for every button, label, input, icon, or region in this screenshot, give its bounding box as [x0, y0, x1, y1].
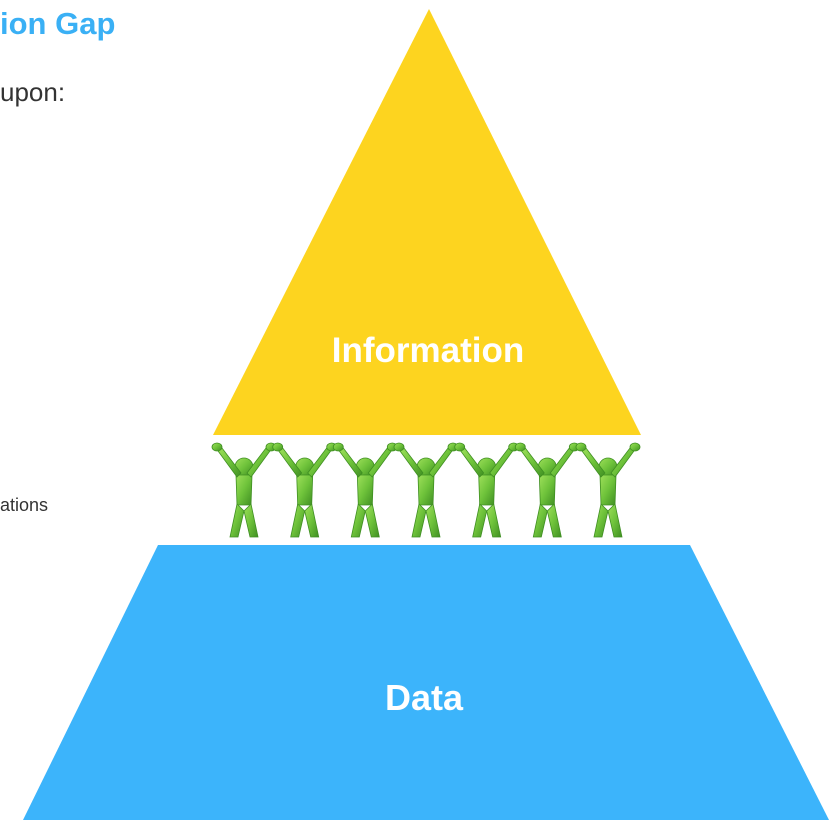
stick-figure-person-icon — [514, 442, 580, 538]
side-text: ations — [0, 495, 49, 515]
stick-figure-person-icon — [272, 442, 338, 538]
data-trapezoid — [23, 545, 829, 820]
stick-figure-people-icon — [211, 442, 641, 538]
stick-figure-person-icon — [211, 442, 277, 538]
stick-figure-person-icon — [575, 442, 641, 538]
stick-figure-person-icon — [454, 442, 520, 538]
data-label: Data — [385, 677, 464, 718]
information-label: Information — [332, 331, 524, 370]
slide-title: ion Gap — [0, 6, 116, 41]
stick-figure-person-icon — [332, 442, 398, 538]
intro-text: upon: — [0, 77, 66, 107]
information-triangle — [213, 9, 641, 435]
stick-figure-person-icon — [393, 442, 459, 538]
